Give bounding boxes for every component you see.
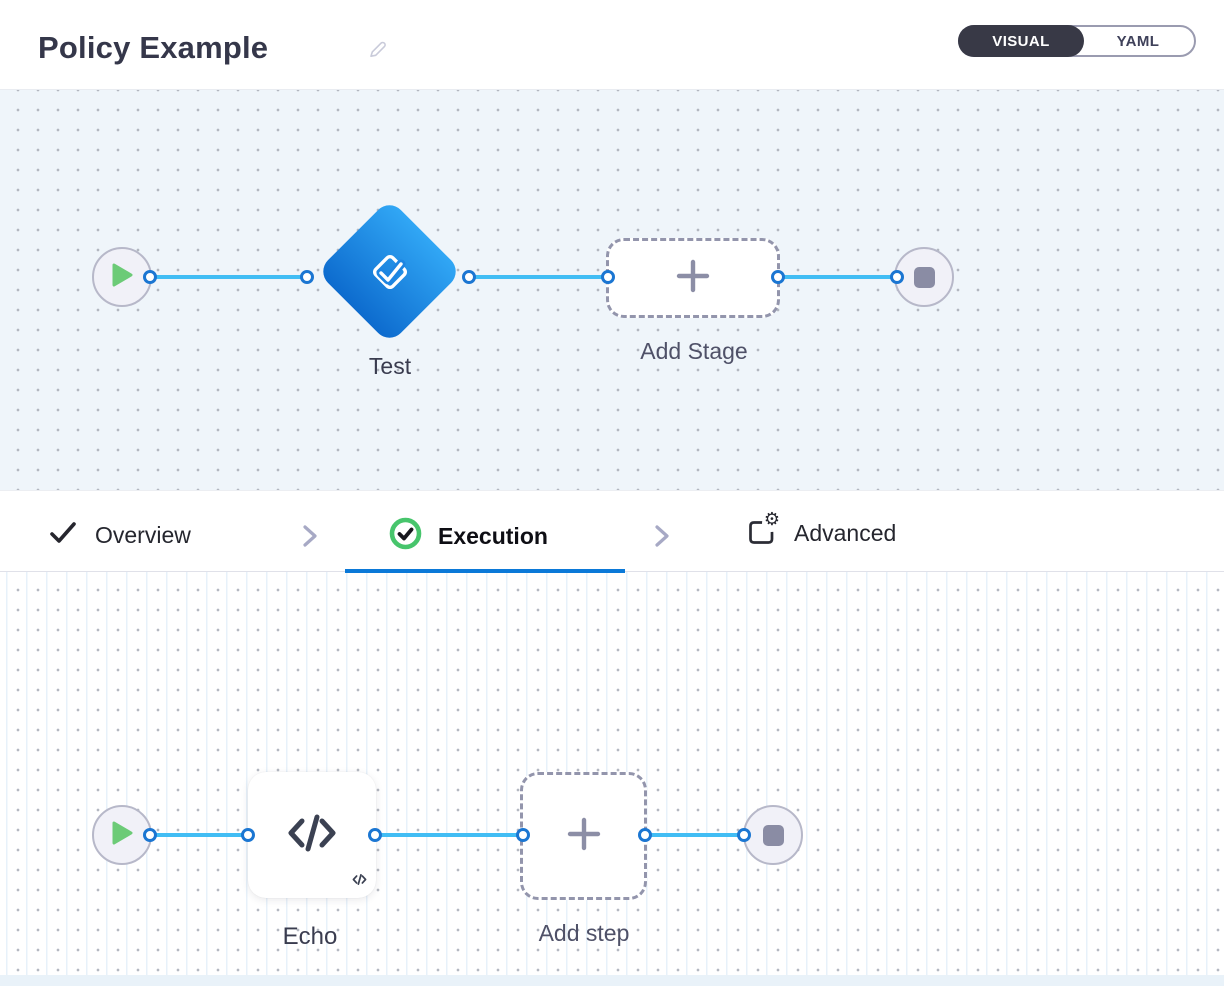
tab-advanced[interactable]: ⚙ Advanced	[746, 511, 897, 548]
connector-port[interactable]	[143, 828, 157, 842]
connector-port[interactable]	[516, 828, 530, 842]
check-icon	[47, 517, 79, 554]
stage-canvas[interactable]: Test Add Stage	[0, 90, 1224, 490]
add-step-label: Add step	[538, 920, 630, 946]
connector-edge	[152, 275, 308, 279]
check-diamond-icon	[368, 250, 412, 294]
connector-port[interactable]	[300, 270, 314, 284]
edit-title-button[interactable]	[364, 36, 392, 64]
execution-end-node[interactable]	[743, 805, 803, 865]
connector-port[interactable]	[771, 270, 785, 284]
tab-overview[interactable]: Overview	[47, 517, 191, 554]
tab-advanced-label: Advanced	[794, 519, 897, 546]
view-mode-toggle: VISUAL YAML	[958, 25, 1196, 57]
tab-execution[interactable]: Execution	[389, 517, 548, 555]
connector-edge	[779, 275, 896, 279]
stage-label: Test	[368, 353, 412, 379]
connector-edge	[152, 833, 249, 837]
code-icon	[286, 811, 338, 860]
tab-overview-label: Overview	[95, 522, 191, 548]
active-tab-indicator	[345, 569, 625, 573]
execution-start-node[interactable]	[92, 805, 152, 865]
connector-port[interactable]	[143, 270, 157, 284]
settings-frame-icon: ⚙	[746, 511, 780, 548]
toggle-yaml[interactable]: YAML	[1116, 32, 1160, 50]
play-icon	[111, 821, 133, 850]
stop-icon	[762, 824, 784, 846]
chevron-right-icon	[649, 523, 673, 554]
pencil-icon	[366, 41, 390, 64]
connector-port[interactable]	[737, 828, 751, 842]
step-label: Echo	[282, 923, 338, 950]
connector-port[interactable]	[368, 828, 382, 842]
add-stage-label: Add Stage	[640, 338, 748, 364]
stage-config-tabbar: Overview Execution ⚙ Advanced	[0, 490, 1224, 573]
plus-icon	[565, 815, 603, 858]
execution-step-canvas[interactable]: Echo Add step	[0, 572, 1224, 975]
gear-icon: ⚙	[763, 509, 780, 530]
connector-port[interactable]	[241, 828, 255, 842]
tab-execution-label: Execution	[438, 522, 548, 549]
chevron-right-icon	[297, 523, 321, 554]
page-title: Policy Example	[38, 30, 269, 65]
check-circle-icon	[389, 517, 422, 555]
connector-port[interactable]	[890, 270, 904, 284]
connector-edge	[470, 275, 608, 279]
connector-port[interactable]	[462, 270, 476, 284]
connector-edge	[377, 833, 524, 837]
header: Policy Example VISUAL YAML	[0, 0, 1224, 90]
code-badge-icon	[352, 873, 367, 891]
connector-port[interactable]	[638, 828, 652, 842]
pipeline-start-node[interactable]	[92, 247, 152, 307]
stop-icon	[913, 266, 935, 288]
connector-edge	[646, 833, 743, 837]
bottom-section-band	[0, 975, 1224, 986]
add-step-button[interactable]	[520, 772, 647, 900]
connector-port[interactable]	[601, 270, 615, 284]
toggle-visual[interactable]: VISUAL	[958, 25, 1084, 57]
step-node-echo[interactable]	[248, 772, 376, 898]
play-icon	[111, 263, 133, 292]
plus-icon	[674, 257, 712, 300]
add-stage-button[interactable]	[606, 238, 780, 318]
